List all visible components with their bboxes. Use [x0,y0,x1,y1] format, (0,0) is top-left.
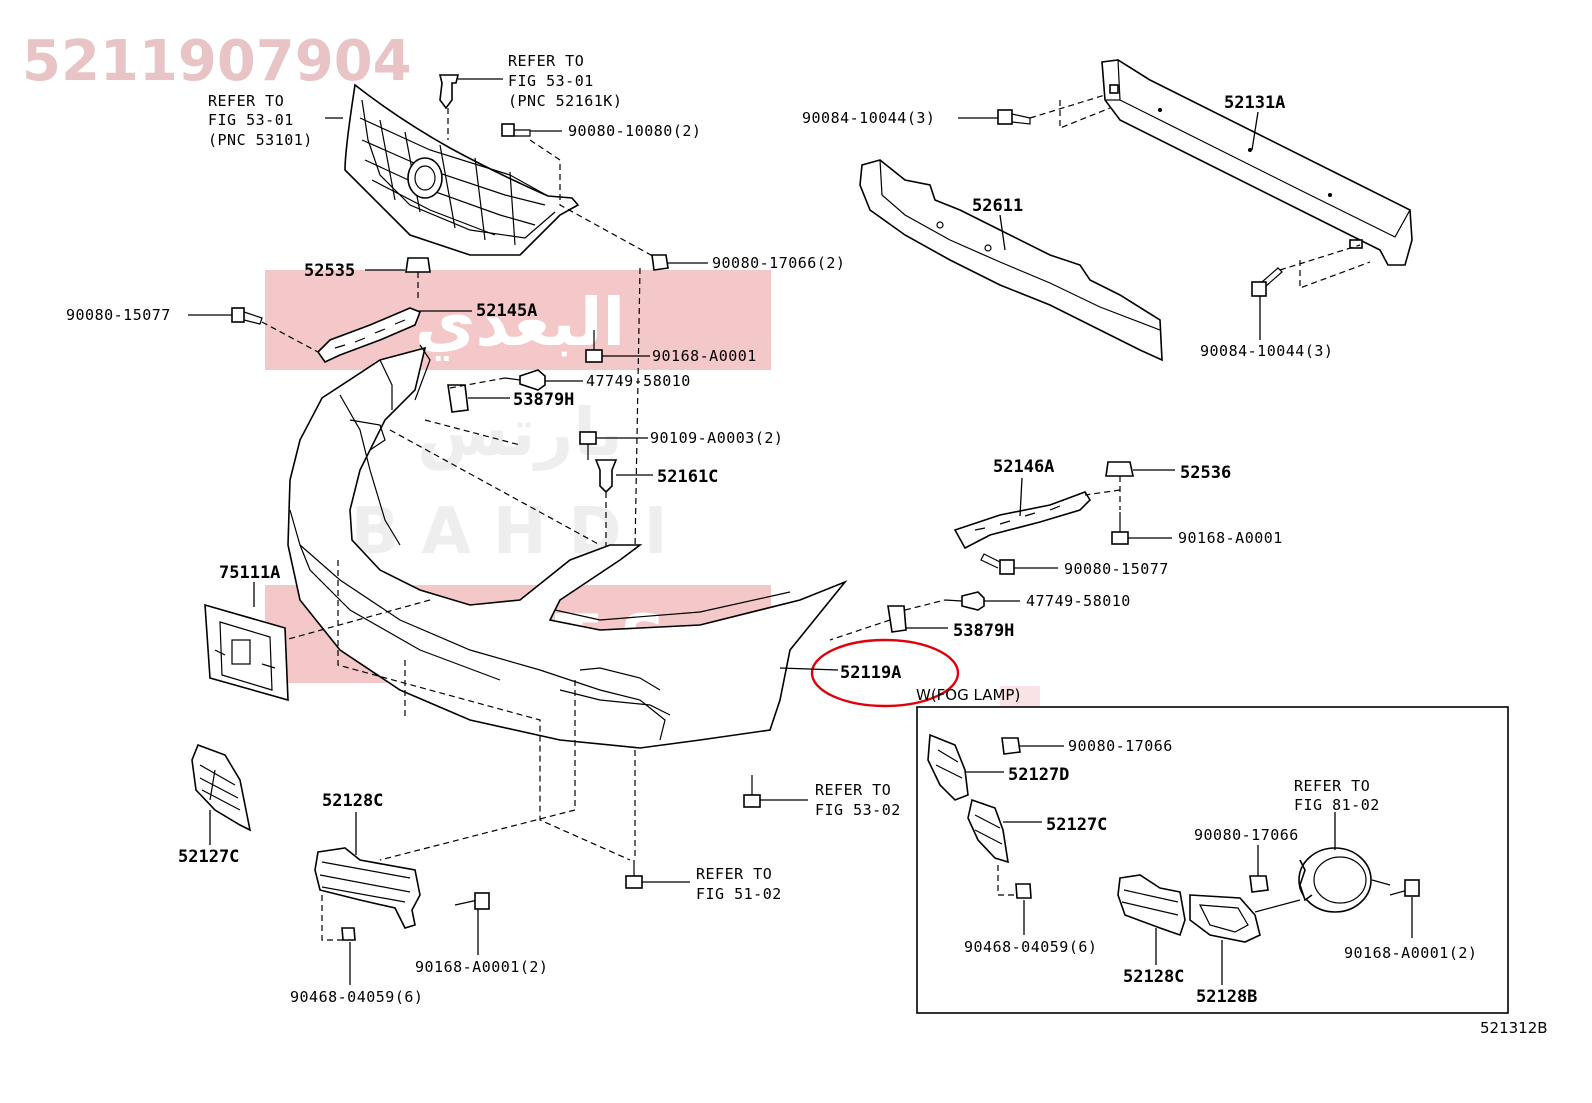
clip-top-icon [438,74,460,110]
label-52161C: 52161C [657,467,718,487]
bolt-icon [501,123,531,137]
screw-right-icon [1111,512,1129,545]
fog-nut-a-icon [1001,737,1021,755]
label-90168-A0001-top: 90168-A0001 [652,347,757,365]
screw-refer-51-02-icon [625,860,643,889]
label-52536: 52536 [1180,463,1231,483]
bolt-fog-left-icon [454,892,490,910]
label-90168-A0001-2-left: 90168-A0001(2) [415,958,548,976]
license-bracket-75111A [204,603,289,702]
watermark-latin-brand: BAHDI [351,495,690,569]
fog-cover-52128C-left [314,847,421,929]
highlight-ring [810,638,960,708]
absorber-52611 [859,159,1163,362]
bolt-left-icon [231,307,263,325]
bolt-reinf-bottom-icon [1251,267,1283,297]
bumper-cover-52119A [287,344,848,749]
label-53879H-top: 53879H [513,390,574,410]
label-fog-52128B: 52128B [1196,987,1257,1007]
label-52119A: 52119A [840,663,901,683]
grommet-top-icon [504,369,546,391]
label-refer-clip-pnc: (PNC 52161K) [508,92,622,110]
retainer-top-icon [447,384,469,413]
label-90080-10080: 90080-10080(2) [568,122,701,140]
radiator-grille [344,83,580,256]
fog-lamp-unit [1298,847,1391,913]
label-90109-A0003: 90109-A0003(2) [650,429,783,447]
label-52146A: 52146A [993,457,1054,477]
clip-52535-icon [405,257,431,273]
label-refer-grille-fig: FIG 53-01 [208,111,294,129]
label-53879H-right: 53879H [953,621,1014,641]
fog-cover-52128C [1117,874,1186,937]
fog-box-title: W(FOG LAMP) [916,686,1020,704]
label-52127D: 52127D [1008,765,1069,785]
bracket-52146A [953,491,1092,550]
label-90468-04059-left: 90468-04059(6) [290,988,423,1006]
fog-lamp-box [916,706,1509,1014]
label-75111A: 75111A [219,563,280,583]
side-cover-52127D [927,733,969,801]
label-47749-58010-right: 47749-58010 [1026,592,1131,610]
clip-52536-icon [1105,461,1134,477]
label-47749-58010-top: 47749-58010 [586,372,691,390]
label-52535: 52535 [304,261,355,281]
label-fog-90168-A0001-2: 90168-A0001(2) [1344,944,1477,962]
watermark-part-number: 5211907904 [22,29,412,94]
label-52127C-left: 52127C [178,847,239,867]
label-52611: 52611 [972,196,1023,216]
retainer-right-icon [887,605,907,633]
label-refer-53-02: REFER TO [815,781,891,799]
label-refer-grille: REFER TO [208,92,284,110]
label-90080-17066-top: 90080-17066(2) [712,254,845,272]
watermark: 5211907904 البعدي بارتس BAHDI PARTS [22,29,771,683]
fog-bezel-52128B [1189,894,1301,943]
label-refer-clip: REFER TO [508,52,584,70]
label-fog-90468-04059: 90468-04059(6) [964,938,1097,956]
label-90084-10044-top: 90084-10044(3) [802,109,935,127]
diagram-id: 521312B [1480,1019,1548,1037]
label-52128C-left: 52128C [322,791,383,811]
bracket-52145A [316,307,422,364]
label-refer-51-02: REFER TO [696,865,772,883]
label-refer-grille-pnc: (PNC 53101) [208,131,313,149]
reinforcement-52131A [1101,59,1413,266]
fog-nut-b-icon [1249,875,1269,893]
label-fog-52127C: 52127C [1046,815,1107,835]
label-fog-refer-fig: FIG 81-02 [1294,796,1380,814]
bolt-right-icon [980,553,1015,575]
label-52145A: 52145A [476,301,537,321]
label-90168-A0001-right: 90168-A0001 [1178,529,1283,547]
fog-clip-90468-icon [1015,883,1032,899]
label-refer-51-02-fig: FIG 51-02 [696,885,782,903]
grommet-right-icon [944,591,985,611]
label-refer-clip-fig: FIG 53-01 [508,72,594,90]
label-fog-52128C: 52128C [1123,967,1184,987]
fog-bolt-icon [1389,879,1420,897]
label-90080-15077-left: 90080-15077 [66,306,171,324]
label-refer-53-02-fig: FIG 53-02 [815,801,901,819]
leader-52119A [779,667,839,671]
watermark-arabic-brand: البعدي [415,284,625,361]
label-90080-15077-right: 90080-15077 [1064,560,1169,578]
label-52131A: 52131A [1224,93,1285,113]
bolt-reinf-top-icon [997,109,1031,125]
label-fog-90080-17066-a: 90080-17066 [1068,737,1173,755]
clip-90468-left-icon [341,927,356,941]
label-fog-refer: REFER TO [1294,777,1370,795]
nut-icon [651,254,669,271]
side-cover-52127C-fog [967,798,1009,864]
label-90084-10044-bottom: 90084-10044(3) [1200,342,1333,360]
clip-52161C-icon [594,459,618,494]
screw-refer-53-02-icon [743,775,761,808]
watermark-band-top [265,270,771,370]
label-fog-90080-17066-b: 90080-17066 [1194,826,1299,844]
side-cover-52127C-left [191,743,252,832]
